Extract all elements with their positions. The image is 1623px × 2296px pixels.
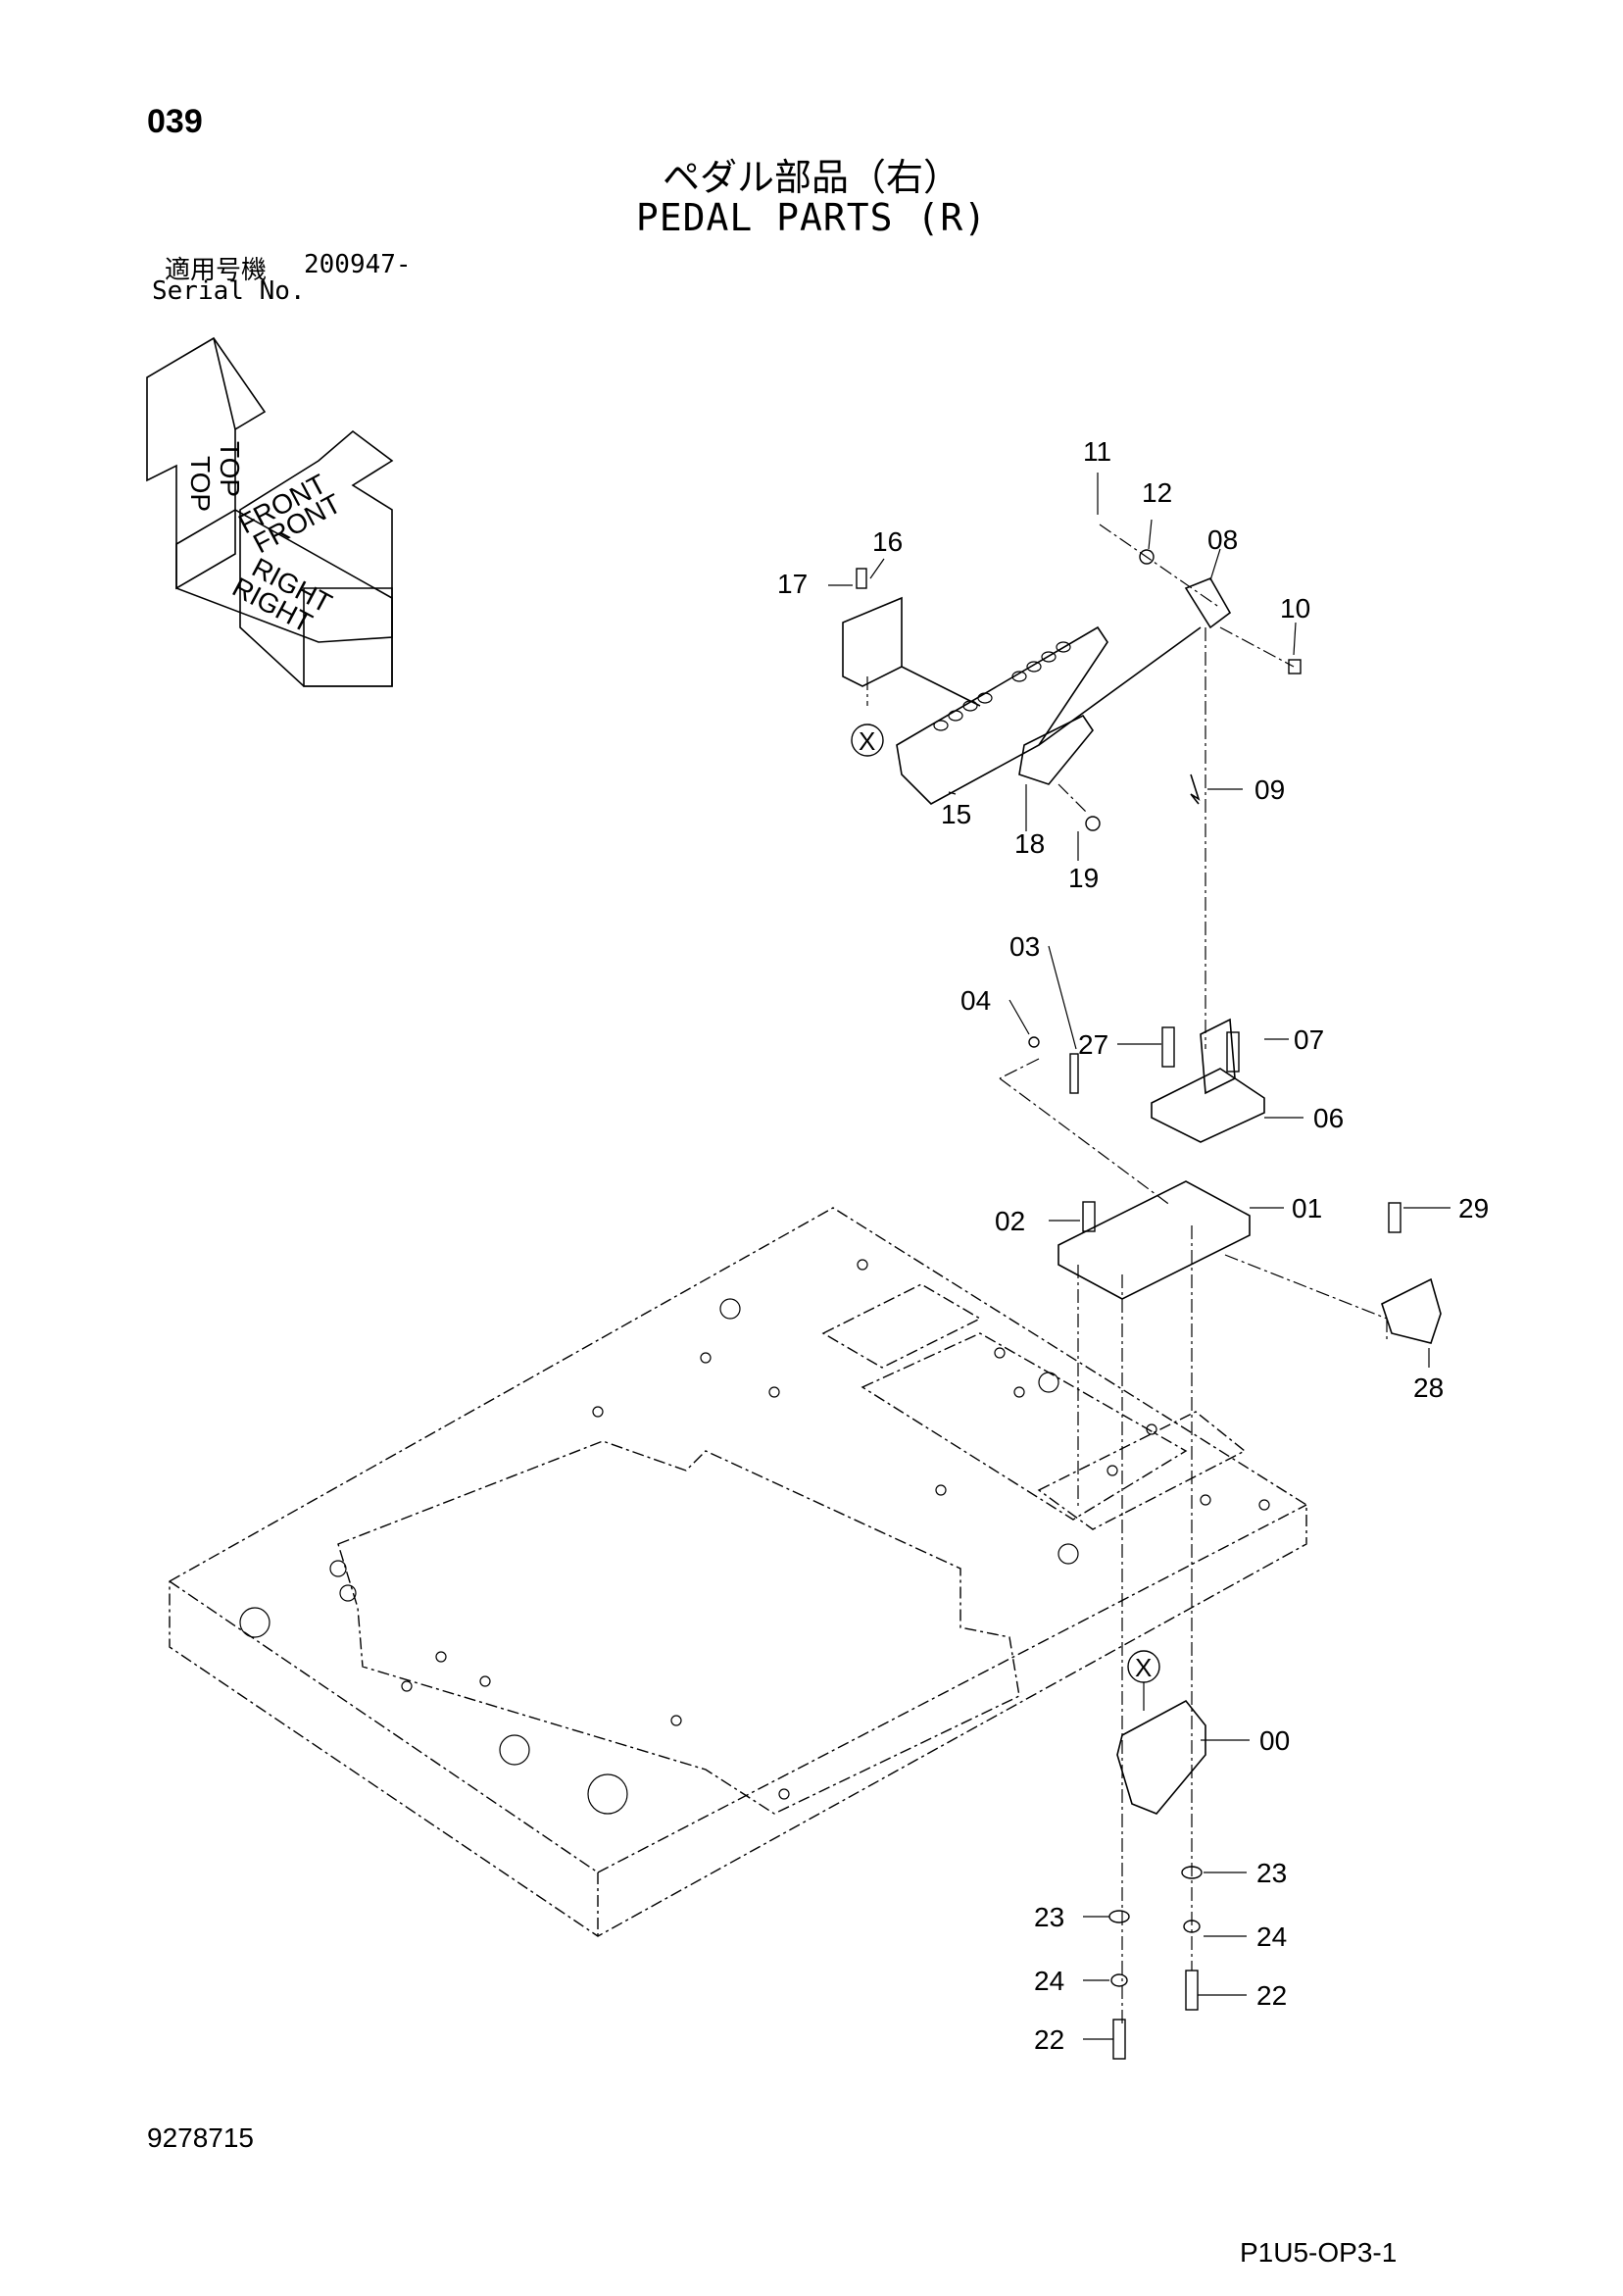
- callout-19: 19: [1068, 863, 1099, 893]
- callout-01: 01: [1292, 1193, 1322, 1223]
- callout-06: 06: [1313, 1103, 1344, 1133]
- hardware: [856, 549, 1402, 2060]
- serial-label-english: Serial No.: [152, 276, 306, 306]
- floor-plate: [169, 1207, 1307, 1937]
- callout-02: 02: [995, 1206, 1025, 1236]
- serial-value: 200947-: [304, 250, 412, 279]
- connection-markers: X X: [851, 724, 1160, 1711]
- pedal-holes: [933, 641, 1071, 731]
- bracket-28: [1381, 1277, 1442, 1344]
- assembly-lines: [866, 524, 1388, 2024]
- callout-22-left: 22: [1034, 2024, 1064, 2055]
- callout-11: 11: [1083, 436, 1111, 467]
- callout-22-right: 22: [1256, 1980, 1287, 2011]
- callout-10: 10: [1280, 593, 1310, 624]
- callout-08: 08: [1207, 524, 1238, 555]
- callout-23-right: 23: [1256, 1858, 1287, 1888]
- valve-base: [1057, 1018, 1442, 1815]
- marker-x-lower-label: X: [1135, 1653, 1152, 1682]
- document-number: 9278715: [147, 2122, 255, 2153]
- callout-04: 04: [960, 985, 991, 1016]
- callout-00: 00: [1259, 1725, 1290, 1756]
- hinge-08: [1184, 576, 1232, 629]
- pedal-bracket-16: [842, 596, 903, 687]
- callout-29: 29: [1458, 1193, 1489, 1223]
- callout-15: 15: [941, 799, 971, 829]
- bracket-tab-06: [1200, 1018, 1236, 1095]
- callout-numbers: 11 12 08 10 16 17 09 15 18 19 03 04 27 0…: [777, 436, 1489, 2055]
- callout-03: 03: [1009, 931, 1040, 962]
- serial-label-japanese: 適用号機: [165, 256, 268, 285]
- callout-23-left: 23: [1034, 1902, 1064, 1932]
- spring-09: [1190, 774, 1201, 805]
- callout-16: 16: [872, 526, 903, 557]
- pedal-assembly: [842, 576, 1232, 805]
- marker-x-upper: [851, 724, 884, 757]
- callout-09: 09: [1254, 774, 1285, 805]
- pedal-pad: [896, 625, 1108, 805]
- callout-27: 27: [1078, 1029, 1108, 1060]
- leader-lines: [828, 473, 1451, 2040]
- page-code: P1U5-OP3-1: [1240, 2237, 1398, 2268]
- page-number: 039: [147, 103, 203, 140]
- orientation-indicator: TOP TOP FRONT FRONT RIGHT RIGHT: [146, 336, 394, 687]
- pilot-valve-00: [1116, 1699, 1206, 1815]
- callout-17: 17: [777, 569, 808, 599]
- callout-24-right: 24: [1256, 1922, 1287, 1952]
- callout-24-left: 24: [1034, 1966, 1064, 1996]
- callout-07: 07: [1294, 1024, 1324, 1055]
- title-english: PEDAL PARTS (R): [635, 196, 988, 239]
- title-japanese: ペダル部品（右）: [662, 158, 960, 199]
- bracket-06: [1151, 1068, 1265, 1143]
- orientation-top-label-2: TOP: [215, 441, 245, 497]
- floor-plate-holes: [239, 1259, 1270, 1815]
- callout-28: 28: [1413, 1373, 1444, 1403]
- base-plate-01: [1057, 1180, 1251, 1300]
- marker-x-upper-label: X: [859, 726, 875, 756]
- orientation-top-label: TOP: [185, 456, 216, 512]
- callout-18: 18: [1014, 828, 1045, 859]
- callout-12: 12: [1142, 477, 1172, 508]
